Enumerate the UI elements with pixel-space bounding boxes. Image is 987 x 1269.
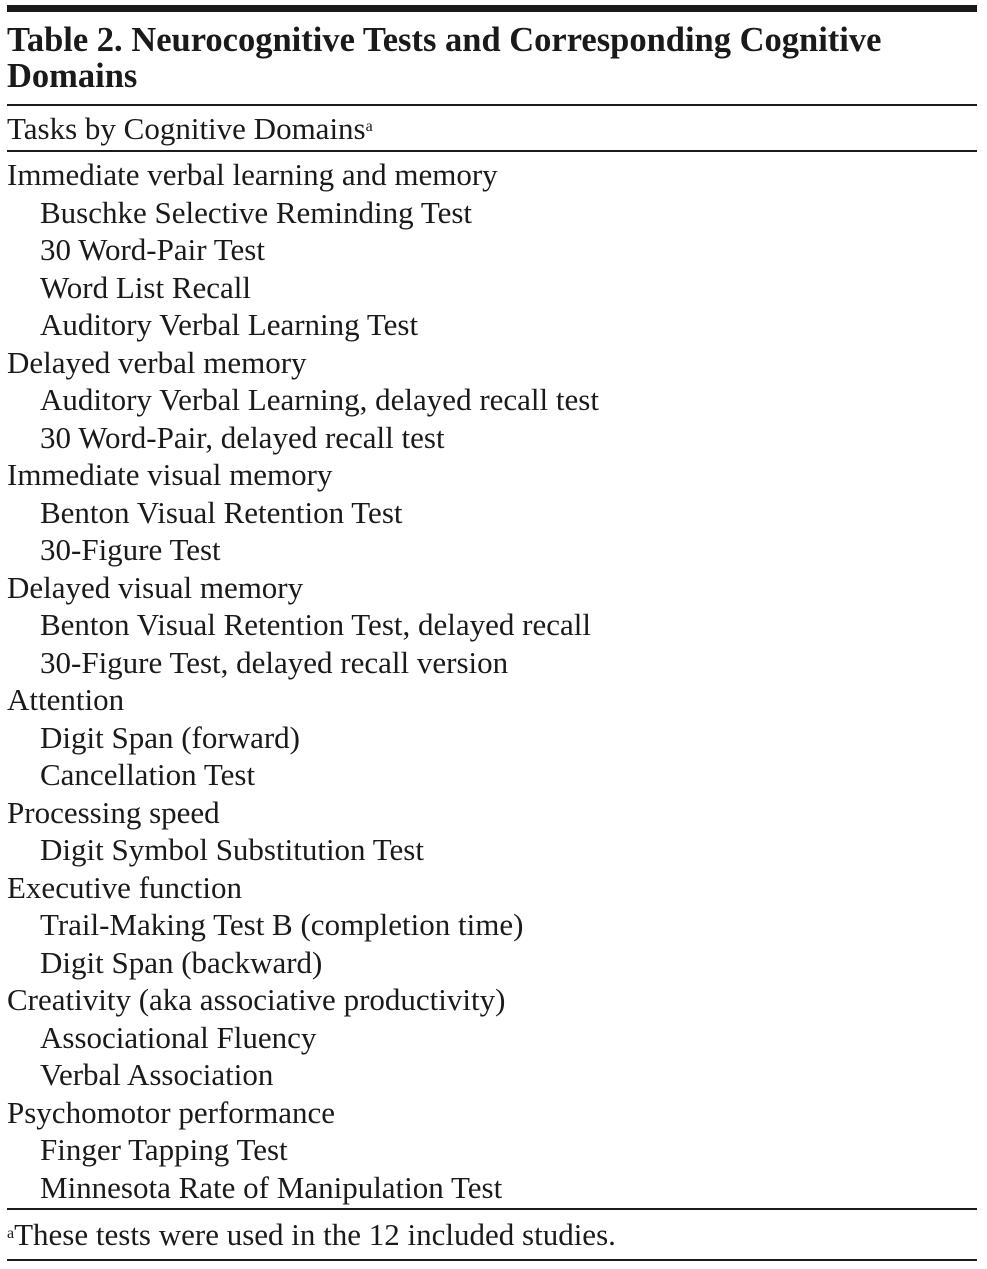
table-row-test: Benton Visual Retention Test, delayed re…: [40, 607, 591, 642]
table-footnote: aThese tests were used in the 12 include…: [7, 1216, 616, 1254]
table-row-domain: Processing speed: [7, 794, 220, 830]
column-header: Tasks by Cognitive Domainsa: [7, 110, 373, 148]
table-row-test: 30 Word-Pair, delayed recall test: [40, 419, 445, 455]
table-row-domain: Delayed verbal memory: [7, 344, 307, 380]
table-row-test: Digit Symbol Substitution Test: [40, 832, 424, 867]
table-row-test: Buschke Selective Reminding Test: [40, 194, 473, 230]
table-row-domain: Delayed visual memory: [7, 569, 304, 605]
table-title: Table 2. Neurocognitive Tests and Corres…: [7, 21, 882, 95]
table-row-domain: Executive function: [7, 869, 242, 905]
table-row-test: Auditory Verbal Learning, delayed recall…: [40, 382, 599, 417]
table-row-test: 30 Word-Pair Test: [40, 232, 265, 267]
table-row-test: Finger Tapping Test: [40, 1132, 288, 1167]
footnote-marker: a: [7, 1225, 15, 1242]
table-row-test: Associational Fluency: [40, 1019, 317, 1055]
table-row-test: Verbal Association: [40, 1057, 274, 1092]
divider: [7, 1208, 977, 1210]
divider: [7, 104, 977, 106]
top-rule: [7, 5, 977, 12]
table-row-test: 30-Figure Test, delayed recall version: [40, 644, 509, 680]
divider: [7, 150, 977, 152]
table-row-domain: Psychomotor performance: [7, 1094, 335, 1130]
table-row-domain: Immediate visual memory: [7, 457, 333, 492]
table-row-test: Digit Span (forward): [40, 719, 300, 755]
table-row-domain: Immediate verbal learning and memory: [7, 157, 498, 192]
column-header-label: Tasks by Cognitive Domains: [7, 111, 366, 146]
table-row-test: Minnesota Rate of Manipulation Test: [40, 1169, 503, 1205]
footnote-text: These tests were used in the 12 included…: [14, 1217, 616, 1252]
table-row-test: Word List Recall: [40, 269, 252, 305]
table-row-domain: Attention: [7, 682, 125, 717]
table-row-test: Benton Visual Retention Test: [40, 494, 403, 530]
table-row-test: Auditory Verbal Learning Test: [40, 307, 419, 342]
table-row-test: Cancellation Test: [40, 757, 256, 792]
table-row-test: Trail-Making Test B (completion time): [40, 907, 524, 942]
footnote-marker: a: [365, 118, 373, 135]
table-row-test: Digit Span (backward): [40, 944, 323, 980]
table-row-test: 30-Figure Test: [40, 532, 221, 567]
table-row-domain: Creativity (aka associative productivity…: [7, 982, 506, 1017]
bottom-rule: [7, 1259, 977, 1261]
